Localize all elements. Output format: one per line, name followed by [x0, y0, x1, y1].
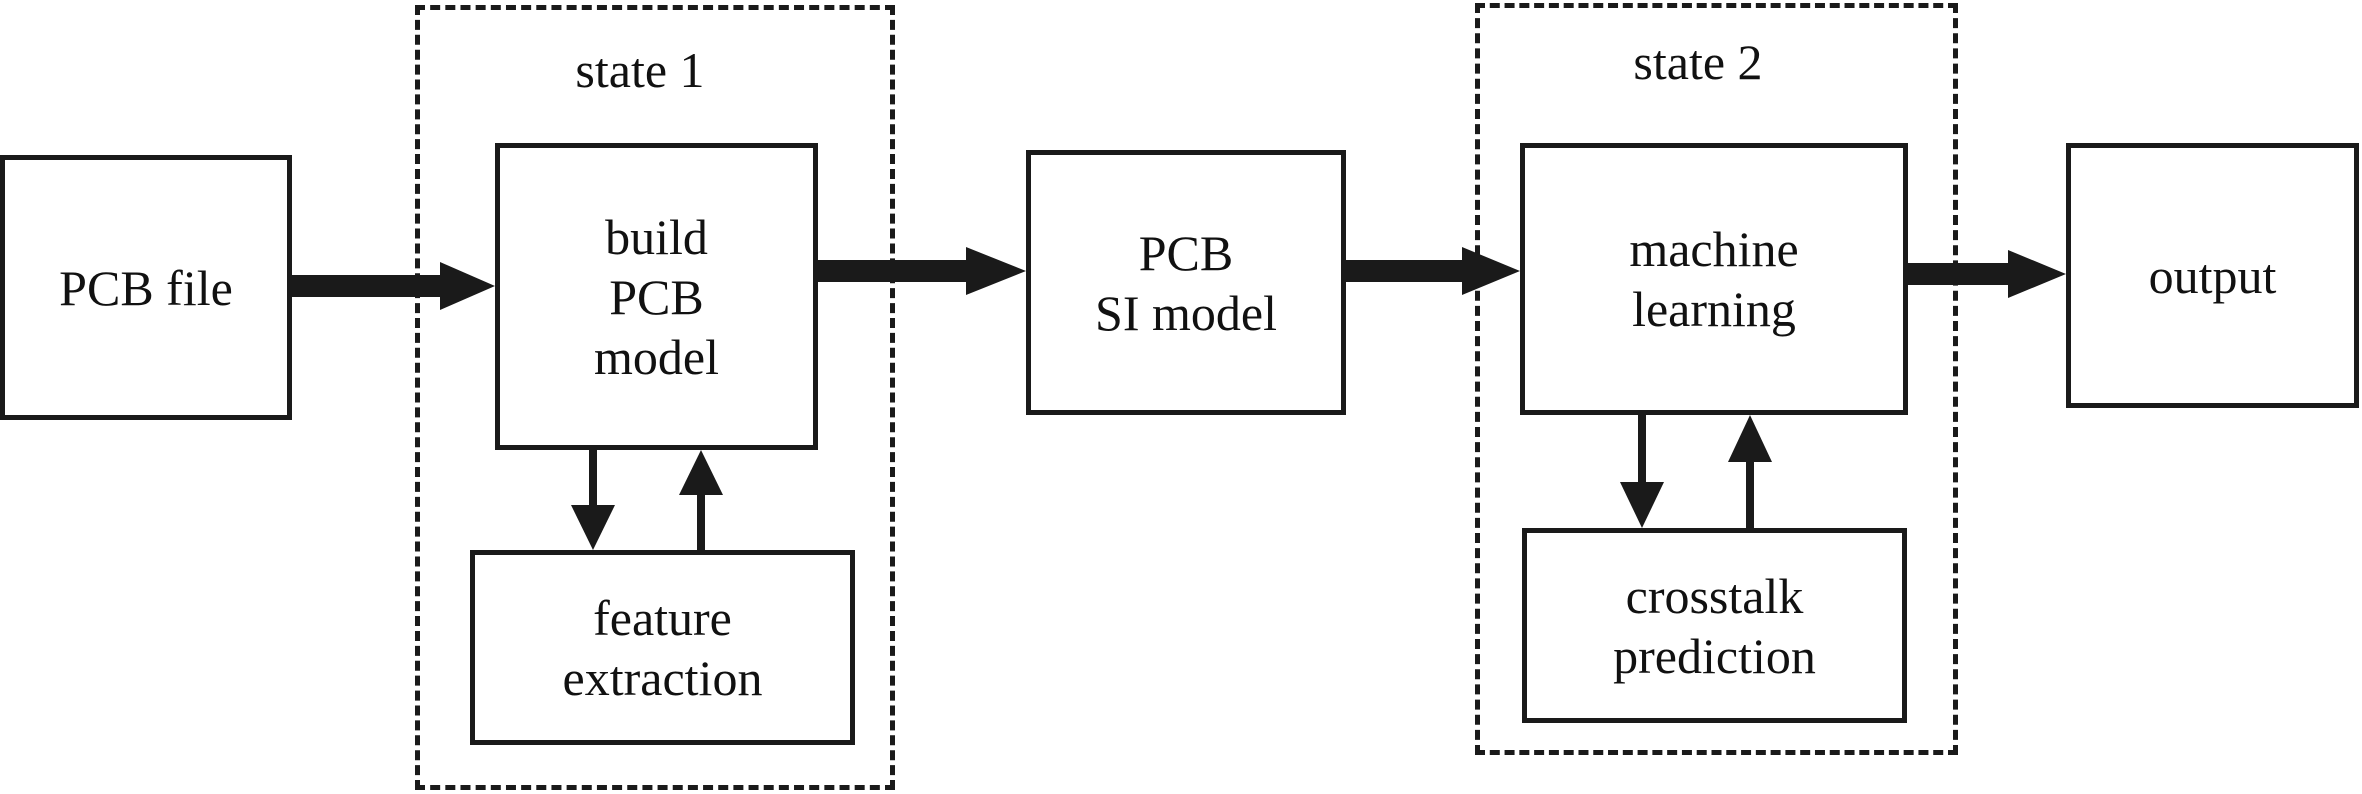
feature-extraction-text: feature extraction [562, 589, 763, 706]
output-box: output [2066, 143, 2359, 408]
pcb-file-box: PCB file [0, 155, 292, 420]
arrow-crosstalk-to-ml [1728, 415, 1772, 528]
arrow-build-to-si-model [818, 247, 1026, 295]
pcb-si-model-text: PCB SI model [1095, 224, 1277, 341]
arrow-ml-to-crosstalk [1620, 415, 1664, 528]
pcb-file-text: PCB file [59, 259, 233, 316]
state-1-label: state 1 [575, 42, 705, 98]
arrow-pcb-file-to-build [292, 262, 495, 310]
crosstalk-prediction-text: crosstalk prediction [1613, 567, 1816, 684]
pcb-si-model-box: PCB SI model [1026, 150, 1346, 415]
output-text: output [2148, 247, 2277, 304]
arrow-feature-to-build [679, 450, 723, 550]
feature-extraction-box: feature extraction [470, 550, 855, 745]
state-2-group [1475, 3, 1958, 755]
arrow-ml-to-output [1908, 250, 2066, 298]
build-pcb-model-box: build PCB model [495, 143, 818, 450]
machine-learning-box: machine learning [1520, 143, 1908, 415]
build-pcb-model-text: build PCB model [594, 208, 719, 385]
arrow-si-model-to-ml [1346, 247, 1520, 295]
arrow-build-to-feature [571, 450, 615, 550]
state-2-label: state 2 [1633, 34, 1763, 90]
crosstalk-prediction-box: crosstalk prediction [1522, 528, 1907, 723]
state-1-group [415, 5, 895, 790]
machine-learning-text: machine learning [1629, 221, 1799, 337]
